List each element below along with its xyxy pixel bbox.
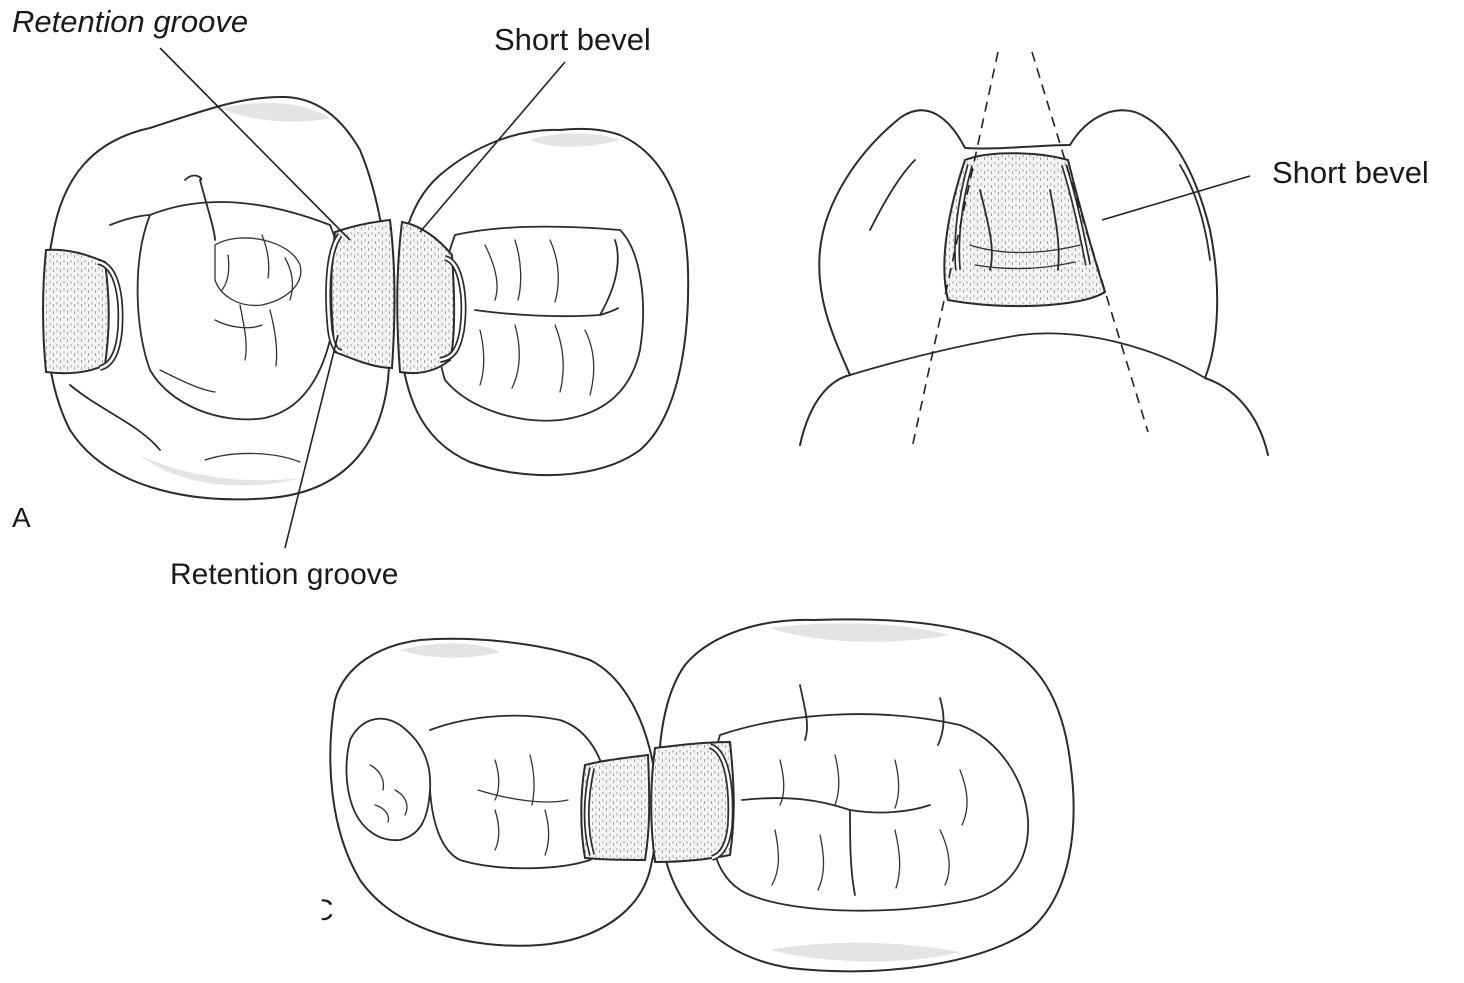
- panel-a-right-premolar: [397, 129, 688, 475]
- panel-b-proximal-view: [800, 52, 1268, 455]
- label-retention-groove-top: Retention groove: [12, 6, 248, 37]
- label-short-bevel-top: Short bevel: [494, 24, 651, 55]
- panel-a-left-molar: [43, 97, 394, 499]
- panel-label-a: A: [12, 504, 31, 532]
- panel-c-left-premolar: [330, 639, 657, 946]
- label-short-bevel-right: Short bevel: [1272, 157, 1429, 188]
- panel-c-right-molar: [651, 619, 1073, 971]
- label-retention-groove-bottom: Retention groove: [170, 560, 399, 590]
